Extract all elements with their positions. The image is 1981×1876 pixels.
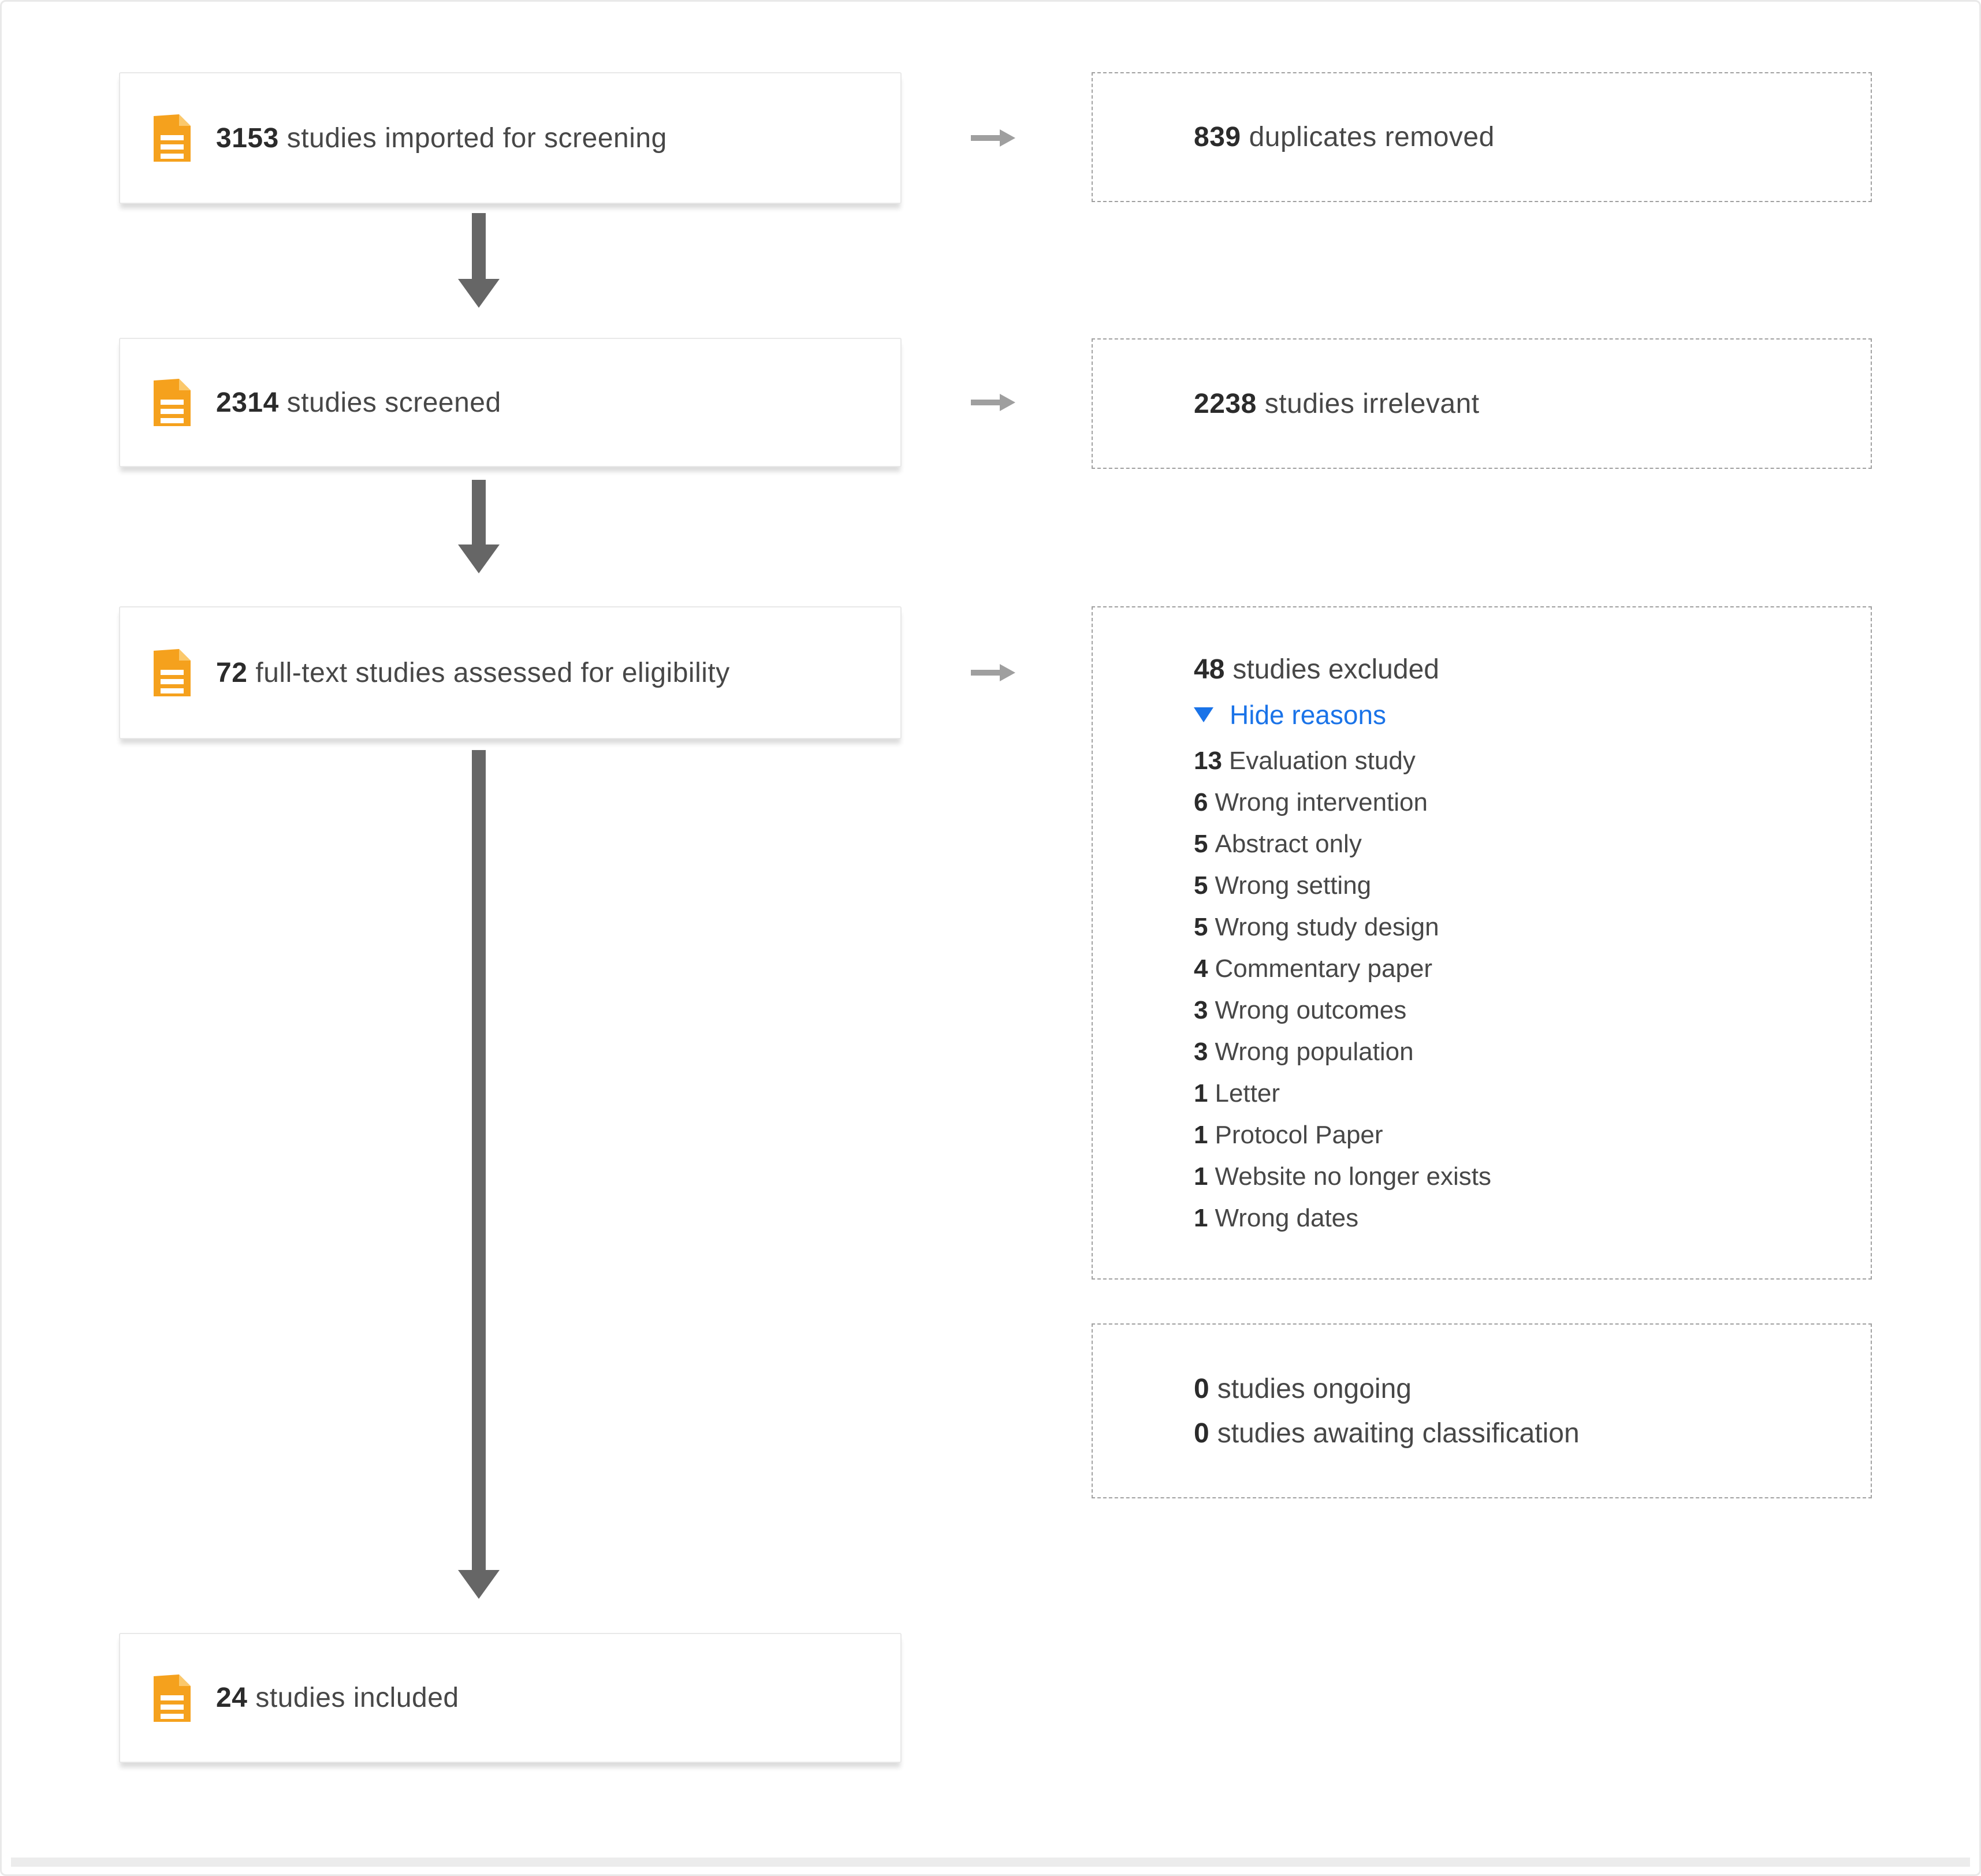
imported-text: studies imported for screening [286,122,667,154]
reason-label: Wrong setting [1215,871,1372,900]
down-arrow-head [458,279,500,308]
studies-status-box: 0 studies ongoing 0 studies awaiting class… [1092,1323,1872,1498]
down-arrow-shaft [472,213,486,279]
imported-count: 3153 [216,122,279,154]
duplicates-removed-label: 839 duplicates removed [1194,121,1495,153]
reason-count: 4 [1194,954,1208,983]
studies-awaiting-line: 0 studies awaiting classification [1194,1411,1871,1456]
irrelevant-text: studies irrelevant [1264,388,1480,419]
triangle-down-icon [1194,707,1213,722]
reason-label: Evaluation study [1228,747,1416,775]
down-arrow-head [458,544,500,573]
right-arrow-head [1000,129,1015,147]
ongoing-count: 0 [1194,1373,1209,1404]
reason-label: Website no longer exists [1215,1162,1492,1191]
reason-label: Abstract only [1215,830,1362,858]
down-arrow-shaft [472,480,486,544]
down-arrow-head [458,1570,500,1599]
reason-count: 1 [1194,1121,1208,1149]
document-icon [154,649,191,696]
right-arrow-head [1000,664,1015,681]
document-icon [154,379,191,426]
reason-count: 3 [1194,1038,1208,1066]
down-arrow-shaft [472,750,486,1570]
reason-count: 5 [1194,830,1208,858]
reason-label: Wrong study design [1215,913,1439,941]
hide-reasons-link[interactable]: Hide reasons [1194,699,1386,731]
fulltext-count: 72 [216,657,248,688]
right-arrow-shaft [971,670,1000,676]
irrelevant-count: 2238 [1194,388,1257,419]
screened-text: studies screened [286,387,501,418]
reason-label: Commentary paper [1215,954,1433,983]
reason-label: Wrong intervention [1215,788,1428,816]
reason-label: Wrong dates [1215,1204,1359,1232]
reason-count: 5 [1194,871,1208,900]
screened-count: 2314 [216,387,279,418]
reason-label: Protocol Paper [1215,1121,1383,1149]
reason-count: 1 [1194,1162,1208,1191]
studies-ongoing-line: 0 studies ongoing [1194,1367,1871,1411]
right-arrow-head [1000,394,1015,411]
hide-reasons-label: Hide reasons [1230,700,1387,730]
reason-count: 1 [1194,1204,1208,1232]
excluded-text: studies excluded [1232,654,1439,685]
awaiting-count: 0 [1194,1418,1209,1449]
reason-count: 13 [1194,747,1222,775]
duplicates-count: 839 [1194,122,1241,152]
document-icon [154,1674,191,1722]
reason-label: Wrong outcomes [1215,996,1407,1024]
included-text: studies included [255,1683,459,1713]
reason-count: 3 [1194,996,1208,1024]
bottom-divider [11,1858,1970,1867]
excluded-count: 48 [1194,654,1225,685]
included-count: 24 [216,1683,248,1713]
reason-count: 5 [1194,913,1208,941]
right-arrow-shaft [971,400,1000,405]
reason-label: Wrong population [1215,1038,1414,1066]
reason-count: 1 [1194,1079,1208,1107]
reason-count: 6 [1194,788,1208,816]
fulltext-text: full-text studies assessed for eligibili… [255,657,730,688]
duplicates-text: duplicates removed [1249,122,1495,152]
ongoing-text: studies ongoing [1217,1373,1412,1404]
awaiting-text: studies awaiting classification [1217,1418,1580,1449]
right-arrow-shaft [971,135,1000,141]
duplicates-removed-box: 839 duplicates removed [1092,72,1872,202]
document-icon [154,114,191,162]
reason-label: Letter [1215,1079,1280,1107]
